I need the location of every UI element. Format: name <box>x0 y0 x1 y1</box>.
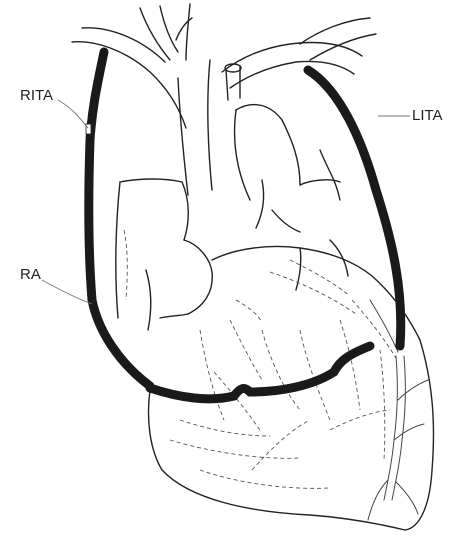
lita-graft <box>308 70 401 346</box>
ra-graft <box>150 346 370 399</box>
rita-graft <box>89 52 150 386</box>
ra-label: RA <box>20 267 41 282</box>
rita-label: RITA <box>20 88 53 103</box>
great-vessels <box>72 4 376 232</box>
right-atrium <box>116 179 212 330</box>
rita-clip-mark <box>86 124 91 134</box>
ra-leader-line <box>42 280 92 304</box>
lita-label: LITA <box>412 108 443 123</box>
rita-leader-line <box>58 100 88 128</box>
